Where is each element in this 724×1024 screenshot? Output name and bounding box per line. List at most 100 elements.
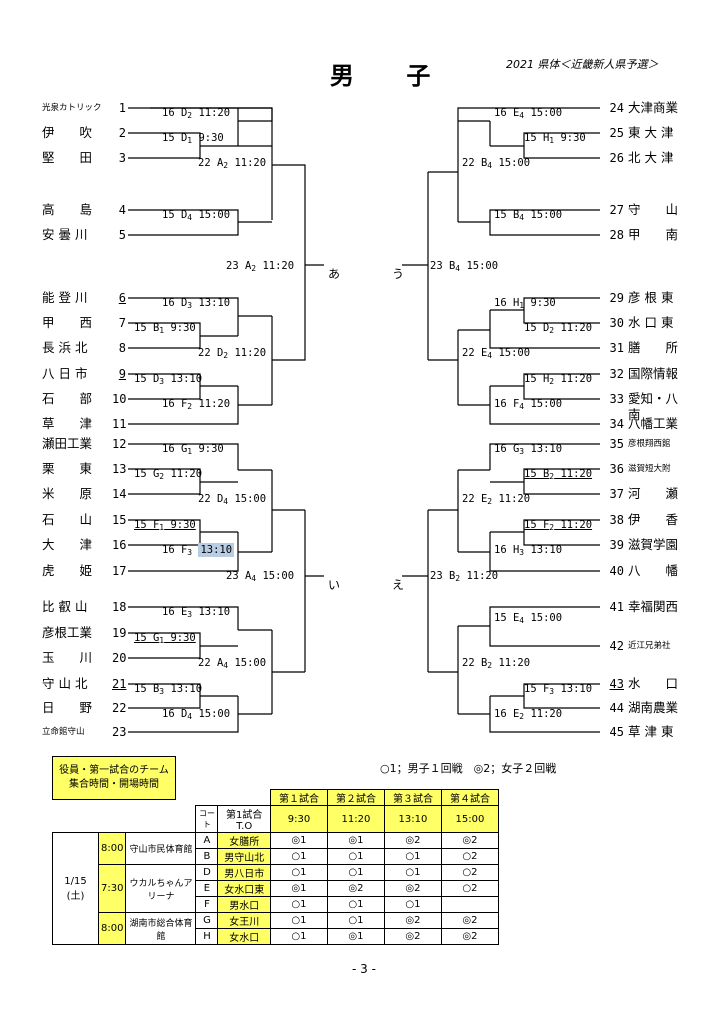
match-time: 15:00 bbox=[530, 107, 563, 119]
right-team-seed: 38 bbox=[609, 513, 624, 527]
match-round: 15 F bbox=[134, 519, 160, 531]
match-time: 11:20 bbox=[530, 708, 563, 720]
match-label: 15 G1 9:30 bbox=[134, 632, 196, 647]
match-time: 11:20 bbox=[198, 107, 231, 119]
match-slot: 1 bbox=[159, 326, 165, 335]
right-team-name: 国際情報 bbox=[628, 366, 679, 381]
match-round: 23 A bbox=[226, 260, 252, 272]
left-team-name: 瀬田工業 bbox=[42, 436, 93, 451]
right-team-seed: 30 bbox=[609, 316, 624, 330]
match-round: 16 F bbox=[494, 398, 520, 410]
match-time: 11:20 bbox=[560, 373, 593, 385]
left-team-name: 玉 川 bbox=[42, 650, 93, 665]
schedule-date: 1/15 (土) bbox=[52, 832, 99, 945]
match-slot-cell: ○1 bbox=[326, 896, 385, 913]
match-time: 11:20 bbox=[466, 570, 499, 582]
left-team-seed: 15 bbox=[112, 513, 127, 527]
left-team-seed: 6 bbox=[118, 291, 126, 305]
match-slot: 4 bbox=[187, 213, 193, 222]
match-time: 11:20 bbox=[234, 347, 267, 359]
first-match-team: 女水口東 bbox=[217, 880, 271, 897]
match-slot: 2 bbox=[519, 712, 525, 721]
match-round: 16 E bbox=[162, 606, 188, 618]
match-slot-cell: ○1 bbox=[269, 896, 328, 913]
match-label: 22 E4 15:00 bbox=[462, 347, 530, 362]
right-team-name: 幸福関西 bbox=[628, 599, 679, 614]
match-slot: 4 bbox=[223, 497, 229, 506]
match-slot-cell: ◎2 bbox=[383, 832, 442, 849]
match-slot: 4 bbox=[519, 111, 525, 120]
right-team-seed: 34 bbox=[609, 417, 624, 431]
match-slot-cell: ◎2 bbox=[440, 832, 499, 849]
first-match-team: 男八日市 bbox=[217, 864, 271, 881]
match-slot-cell: ◎2 bbox=[383, 912, 442, 929]
match-slot-cell: ◎1 bbox=[269, 832, 328, 849]
right-team-name: 彦根翔西館 bbox=[628, 439, 671, 449]
match-time: 9:30 bbox=[170, 322, 196, 334]
match-label: 16 F4 15:00 bbox=[494, 398, 562, 413]
right-team-name: 守 山 bbox=[628, 202, 679, 217]
match-label: 15 H1 9:30 bbox=[524, 132, 586, 147]
match-slot: 3 bbox=[159, 377, 165, 386]
court-letter: F bbox=[195, 896, 219, 913]
match-label: 16 E2 11:20 bbox=[494, 708, 562, 723]
match-slot-cell: ○1 bbox=[269, 912, 328, 929]
match-round: 15 B bbox=[494, 209, 520, 221]
head-match1: 第１試合 bbox=[269, 789, 328, 806]
match-slot: 3 bbox=[519, 548, 525, 557]
match-round: 15 F bbox=[524, 519, 550, 531]
right-team-name: 草 津 東 bbox=[628, 724, 674, 739]
match-round: 15 H bbox=[524, 373, 550, 385]
match-label: 23 A4 15:00 bbox=[226, 570, 294, 585]
match-label: 23 A2 11:20 bbox=[226, 260, 294, 275]
court-head: コート bbox=[195, 805, 219, 833]
match-slot-cell: ○1 bbox=[383, 848, 442, 865]
match-label: 15 D2 11:20 bbox=[524, 322, 592, 337]
match-time: 11:20 bbox=[198, 398, 231, 410]
match-slot-cell: ◎2 bbox=[383, 928, 442, 945]
match-label: 15 B2 11:20 bbox=[524, 468, 592, 483]
schedule-table: 第１試合 第２試合 第３試合 第４試合 コート 第1試合T.O 9:30 11:… bbox=[52, 789, 499, 945]
match-slot: 2 bbox=[159, 472, 165, 481]
right-team-seed: 32 bbox=[609, 367, 624, 381]
match-round: 15 D bbox=[524, 322, 550, 334]
match-round: 16 D bbox=[162, 708, 188, 720]
side-label-i: い bbox=[328, 578, 341, 592]
match-round: 16 H bbox=[494, 297, 520, 309]
left-team-name: 石 山 bbox=[42, 512, 93, 527]
right-team-seed: 45 bbox=[609, 725, 624, 739]
match-slot: 3 bbox=[187, 548, 193, 557]
left-team-name: 伊 吹 bbox=[42, 125, 93, 140]
match-round: 15 B bbox=[134, 322, 160, 334]
court-letter: A bbox=[195, 832, 219, 849]
match-slot: 2 bbox=[549, 472, 555, 481]
match-time: 9:30 bbox=[530, 297, 556, 309]
match-time: 15:00 bbox=[530, 398, 563, 410]
match-slot-cell: ◎1 bbox=[326, 832, 385, 849]
match-slot: 4 bbox=[519, 213, 525, 222]
match-slot: 2 bbox=[549, 377, 555, 386]
match-time: 11:20 bbox=[262, 260, 295, 272]
match-slot: 4 bbox=[519, 616, 525, 625]
side-label-a: あ bbox=[328, 267, 341, 281]
match-label: 16 H3 13:10 bbox=[494, 544, 562, 559]
left-team-seed: 23 bbox=[112, 725, 127, 739]
match-slot: 3 bbox=[549, 687, 555, 696]
match-slot-cell: ○1 bbox=[269, 864, 328, 881]
page-title: 男 子 bbox=[330, 61, 453, 90]
match-label: 16 D3 13:10 bbox=[162, 297, 230, 312]
match-label: 16 E4 15:00 bbox=[494, 107, 562, 122]
right-team-seed: 29 bbox=[609, 291, 624, 305]
match-slot-cell: ○2 bbox=[440, 880, 499, 897]
right-team-seed: 25 bbox=[609, 126, 624, 140]
left-team-seed: 9 bbox=[118, 367, 126, 381]
match-time: 9:30 bbox=[198, 443, 224, 455]
right-team-seed: 31 bbox=[609, 341, 624, 355]
match-slot: 4 bbox=[187, 712, 193, 721]
match-label: 15 G2 11:20 bbox=[134, 468, 202, 483]
match-slot-cell: ○1 bbox=[269, 848, 328, 865]
time-match1: 9:30 bbox=[269, 805, 328, 833]
right-team-seed: 26 bbox=[609, 151, 624, 165]
match-slot: 4 bbox=[487, 351, 493, 360]
match-slot-cell: ○1 bbox=[326, 912, 385, 929]
